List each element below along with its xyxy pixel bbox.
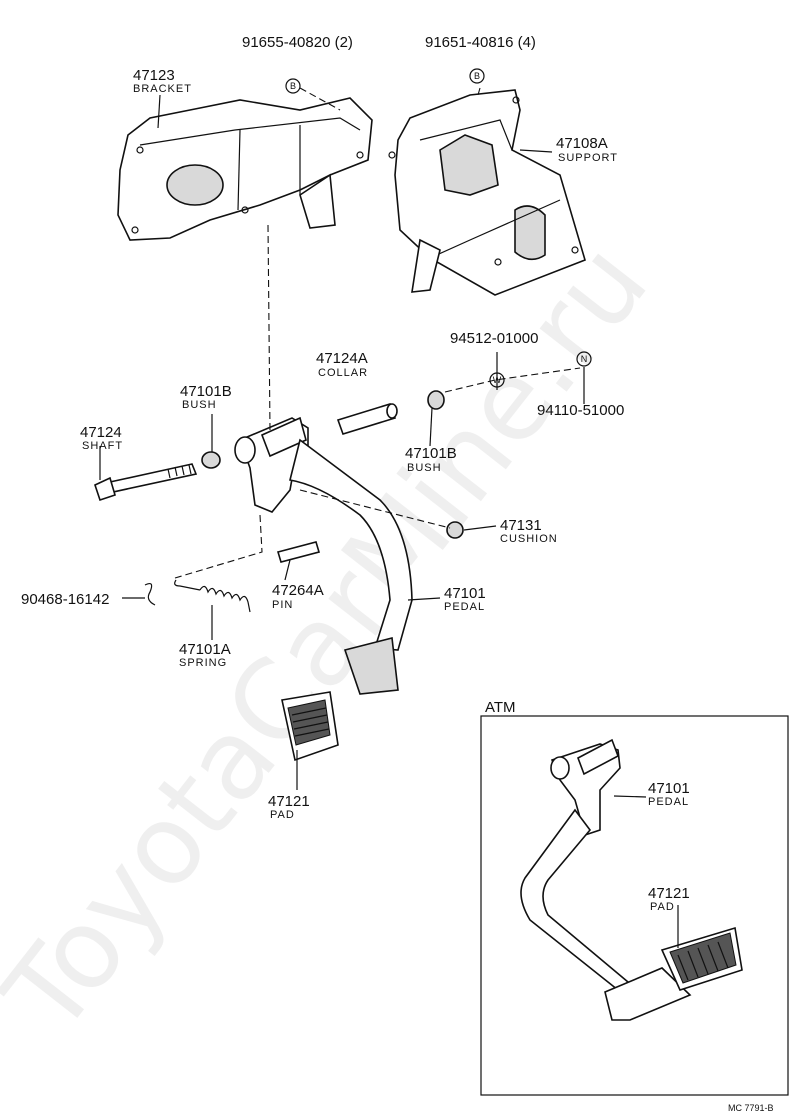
atm-title: ATM [485, 699, 516, 716]
pedal-name: PEDAL [444, 601, 485, 613]
leader-support [519, 149, 553, 153]
collar-name: COLLAR [318, 367, 368, 379]
bracket-number: 47123 [133, 67, 175, 84]
bush-right-part [427, 390, 445, 410]
atm-inset-frame [480, 715, 789, 1096]
bolt-marker-b-1 [285, 78, 301, 94]
dashline-bracket-pedal [267, 224, 271, 431]
diagram-code: MC 7791-B [728, 1103, 774, 1113]
collar-part [336, 403, 398, 435]
support-part [388, 89, 586, 296]
bush-left-part [201, 451, 221, 469]
pedal-part [234, 416, 413, 695]
atm-pedal-part [520, 738, 692, 1021]
support-number: 47108A [556, 135, 608, 152]
dashline-washer-nut [444, 367, 581, 393]
nut-marker-n-text: N [581, 354, 588, 364]
leader-bush-right [429, 407, 433, 447]
spring-part [174, 579, 251, 613]
atm-pad-number: 47121 [648, 885, 690, 902]
leader-atm-pedal [613, 795, 647, 798]
nut-number: 94110-51000 [537, 402, 624, 419]
bracket-part [117, 97, 373, 241]
shaft-name: SHAFT [82, 440, 123, 452]
bush-left-number: 47101B [180, 383, 232, 400]
bush-left-name: BUSH [182, 399, 217, 411]
pedal-number: 47101 [444, 585, 486, 602]
shaft-part [94, 463, 198, 502]
leader-bracket [157, 94, 161, 129]
pin-name: PIN [272, 599, 293, 611]
cushion-number: 47131 [500, 517, 542, 534]
bracket-name: BRACKET [133, 83, 192, 95]
clip-number: 90468-16142 [21, 591, 109, 608]
atm-pedal-number: 47101 [648, 780, 690, 797]
clip-part [144, 582, 156, 606]
bush-right-name: BUSH [407, 462, 442, 474]
washer-marker-w [489, 372, 505, 388]
atm-pad-name: PAD [650, 901, 675, 913]
cushion-part [446, 521, 464, 539]
support-name: SUPPORT [558, 152, 618, 164]
atm-pedal-name: PEDAL [648, 796, 689, 808]
atm-pad-part [660, 926, 743, 991]
bolt-marker-b-1-text: B [290, 81, 296, 91]
leader-pedal [407, 597, 441, 601]
dashline-cushion [299, 489, 451, 529]
watermark: ToyotaCarMine.ru [0, 220, 672, 1057]
pad-number: 47121 [268, 793, 310, 810]
bolt4-label: 91651-40816 (4) [425, 34, 536, 51]
spring-name: SPRING [179, 657, 227, 669]
spring-number: 47101A [179, 641, 231, 658]
washer-number: 94512-01000 [450, 330, 538, 347]
pin-number: 47264A [272, 582, 324, 599]
bush-right-number: 47101B [405, 445, 457, 462]
pin-part [276, 541, 321, 563]
pad-part [281, 691, 339, 762]
shaft-number: 47124 [80, 424, 122, 441]
dashline-bolt2 [299, 87, 341, 111]
leader-cushion [463, 525, 497, 531]
bolt-marker-b-2-text: B [474, 71, 480, 81]
atm-inset: ATM 47101 PEDAL 47121 PAD [480, 699, 789, 1096]
dashline-spring [174, 514, 263, 579]
washer-marker-w-text: W [493, 375, 502, 385]
pad-name: PAD [270, 809, 295, 821]
nut-marker-n [576, 351, 592, 367]
bolt2-label: 91655-40820 (2) [242, 34, 353, 51]
collar-number: 47124A [316, 350, 368, 367]
bolt-marker-b-2 [469, 68, 485, 84]
cushion-name: CUSHION [500, 533, 558, 545]
dashline-bolt4 [477, 87, 481, 96]
leader-pin [284, 559, 291, 581]
